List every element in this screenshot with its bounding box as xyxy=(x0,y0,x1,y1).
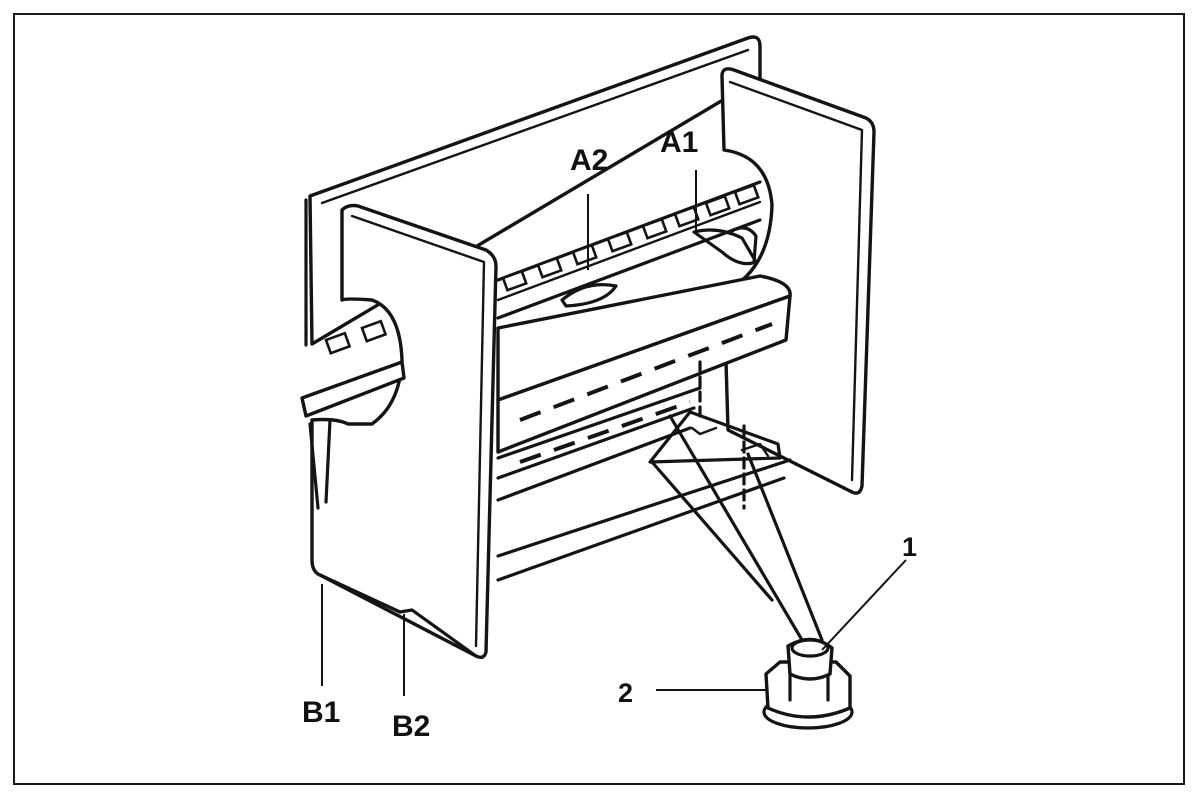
label-b1: B1 xyxy=(302,696,340,729)
label-part-1: 1 xyxy=(902,532,917,562)
clip-a1 xyxy=(692,226,758,266)
leader-part-1 xyxy=(821,559,907,651)
comb-rail xyxy=(324,180,762,355)
label-part-2: 2 xyxy=(618,678,633,708)
label-a1: A1 xyxy=(660,126,698,159)
label-b2: B2 xyxy=(392,710,430,743)
clip-a2 xyxy=(560,283,618,308)
rail-slots xyxy=(501,183,760,292)
fastener-part xyxy=(762,637,854,730)
bottom-edge xyxy=(316,572,478,658)
upper-shelf xyxy=(496,274,792,454)
left-side-plate xyxy=(310,203,498,660)
label-a2: A2 xyxy=(570,144,608,177)
projection-lines xyxy=(650,414,824,642)
left-rail-slots xyxy=(324,319,388,355)
rod xyxy=(300,360,406,510)
figure-border xyxy=(13,13,1185,785)
right-side-plate xyxy=(720,67,876,495)
